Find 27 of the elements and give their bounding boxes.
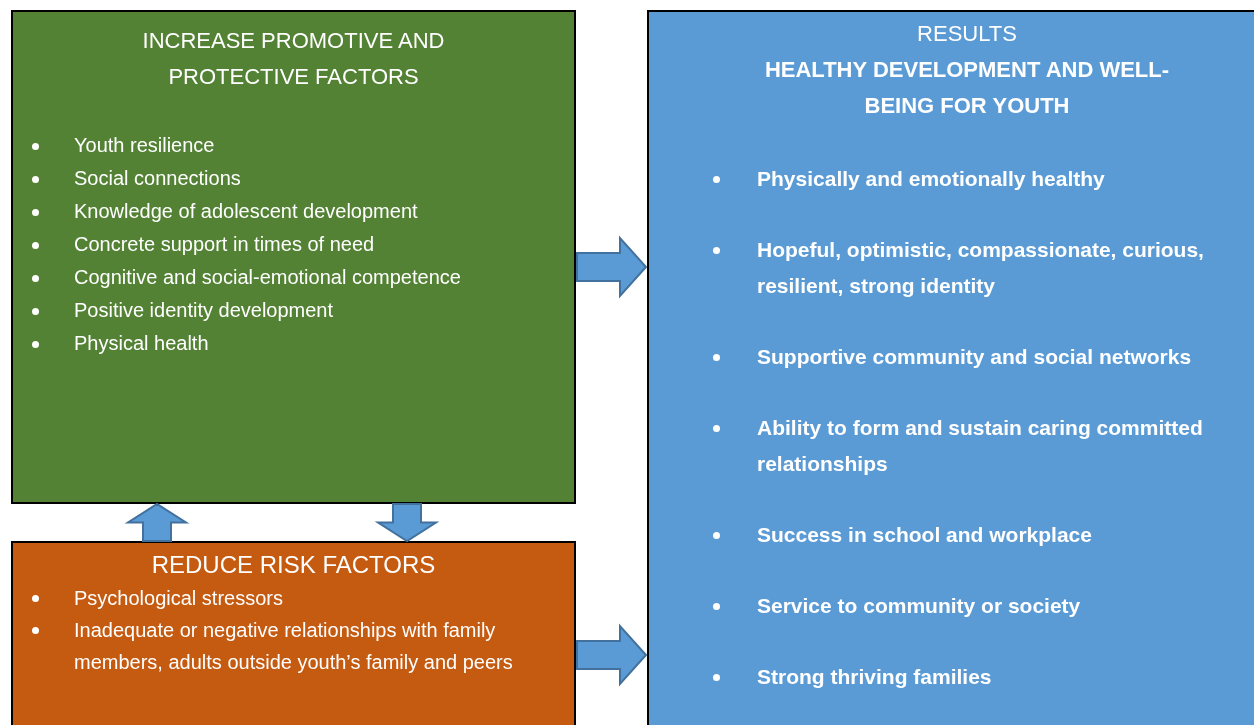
list-item: Success in school and workplace xyxy=(757,522,1093,548)
list-item: Hopeful, optimistic, compassionate, curious, resilient, strong identity xyxy=(757,237,1205,299)
box-heading: REDUCE RISK FACTORS xyxy=(150,550,437,580)
block-arrow xyxy=(576,235,648,299)
list-item: Strong thriving families xyxy=(757,664,993,690)
list-item: Youth resilience xyxy=(74,133,216,158)
list-item: Psychological stressors xyxy=(74,586,284,611)
list-item: Supportive community and social networks xyxy=(757,344,1193,370)
block-arrow xyxy=(124,502,190,542)
list-item: Cognitive and social-emotional competence xyxy=(74,265,462,290)
list-item: Physical health xyxy=(74,331,210,356)
list-item: Physically and emotionally healthy xyxy=(757,166,1106,192)
block-arrow xyxy=(374,503,440,543)
box-heading: HEALTHY DEVELOPMENT AND WELL-BEING FOR YOUTH xyxy=(763,56,1171,120)
list-item: Knowledge of adolescent development xyxy=(74,199,419,224)
block-arrow xyxy=(576,623,648,687)
box-heading: INCREASE PROMOTIVE AND PROTECTIVE FACTORS xyxy=(141,27,446,91)
box-heading: RESULTS xyxy=(916,20,1018,48)
content-box xyxy=(647,10,1254,725)
content-box xyxy=(11,10,576,504)
list-item: Concrete support in times of need xyxy=(74,232,376,257)
list-item: Positive identity development xyxy=(74,298,335,323)
list-item: Service to community or society xyxy=(757,593,1082,619)
list-item: Inadequate or negative relationships with family members, adults outside youth’s family and peers xyxy=(74,618,514,675)
list-item: Social connections xyxy=(74,166,242,191)
list-item: Ability to form and sustain caring committed relationships xyxy=(757,415,1204,477)
content-box xyxy=(11,541,576,725)
